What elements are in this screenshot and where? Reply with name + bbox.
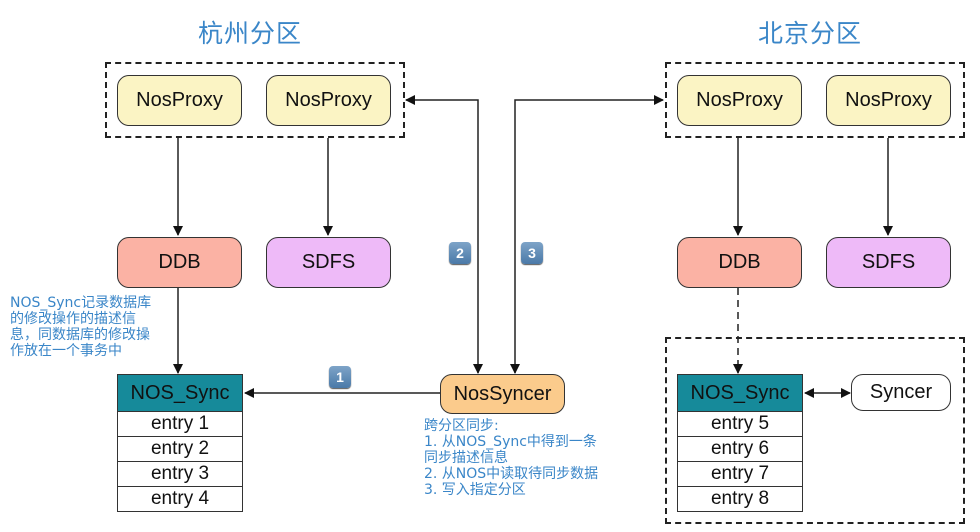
nossyncer[interactable]: NosSyncer: [440, 374, 565, 414]
table-header: NOS_Sync: [118, 375, 242, 412]
table-row: entry 3: [118, 462, 242, 487]
table-row: entry 7: [678, 462, 802, 487]
arrow-step2: [405, 95, 483, 374]
hangzhou-nos-sync-table[interactable]: NOS_Sync entry 1 entry 2 entry 3 entry 4: [117, 374, 243, 512]
nossyncer-note-line: 同步描述信息: [424, 450, 508, 466]
beijing-proxy-group: [665, 62, 965, 138]
table-row: entry 5: [678, 412, 802, 437]
beijing-nos-sync-table[interactable]: NOS_Sync entry 5 entry 6 entry 7 entry 8: [677, 374, 803, 512]
hangzhou-title: 杭州分区: [198, 19, 303, 48]
beijing-nosproxy-1[interactable]: NosProxy: [677, 75, 802, 126]
hangzhou-note-line: NOS_Sync记录数据库: [10, 295, 152, 311]
table-row: entry 8: [678, 487, 802, 511]
hangzhou-nosproxy-1[interactable]: NosProxy: [117, 75, 242, 126]
beijing-sync-group: [665, 337, 965, 524]
beijing-syncer[interactable]: Syncer: [851, 374, 951, 411]
hangzhou-sdfs[interactable]: SDFS: [266, 237, 391, 288]
nossyncer-note-line: 2. 从NOS中读取待同步数据: [424, 466, 599, 482]
hangzhou-note: NOS_Sync记录数据库 的修改操作的描述信 息，同数据库的修改操 作放在一个…: [10, 295, 180, 359]
hangzhou-ddb[interactable]: DDB: [117, 237, 242, 288]
step-badge-1: 1: [329, 366, 351, 388]
nossyncer-note-line: 跨分区同步:: [424, 418, 499, 434]
nossyncer-note-line: 3. 写入指定分区: [424, 482, 526, 498]
hangzhou-nosproxy-2[interactable]: NosProxy: [266, 75, 391, 126]
table-row: entry 4: [118, 487, 242, 511]
hangzhou-proxy-group: [105, 62, 405, 138]
hangzhou-note-line: 息，同数据库的修改操: [10, 327, 150, 343]
step-badge-3: 3: [521, 242, 543, 264]
hangzhou-note-line: 的修改操作的描述信: [10, 311, 136, 327]
beijing-title: 北京分区: [758, 19, 863, 48]
table-row: entry 1: [118, 412, 242, 437]
beijing-nosproxy-2[interactable]: NosProxy: [826, 75, 951, 126]
beijing-sdfs[interactable]: SDFS: [826, 237, 951, 288]
beijing-ddb[interactable]: DDB: [677, 237, 802, 288]
hangzhou-note-line: 作放在一个事务中: [10, 343, 122, 359]
nossyncer-note-line: 1. 从NOS_Sync中得到一条: [424, 434, 597, 450]
nossyncer-note: 跨分区同步: 1. 从NOS_Sync中得到一条 同步描述信息 2. 从NOS中…: [424, 418, 644, 498]
table-row: entry 6: [678, 437, 802, 462]
table-row: entry 2: [118, 437, 242, 462]
step-badge-2: 2: [449, 242, 471, 264]
arrow-step3: [510, 95, 664, 374]
table-header: NOS_Sync: [678, 375, 802, 412]
